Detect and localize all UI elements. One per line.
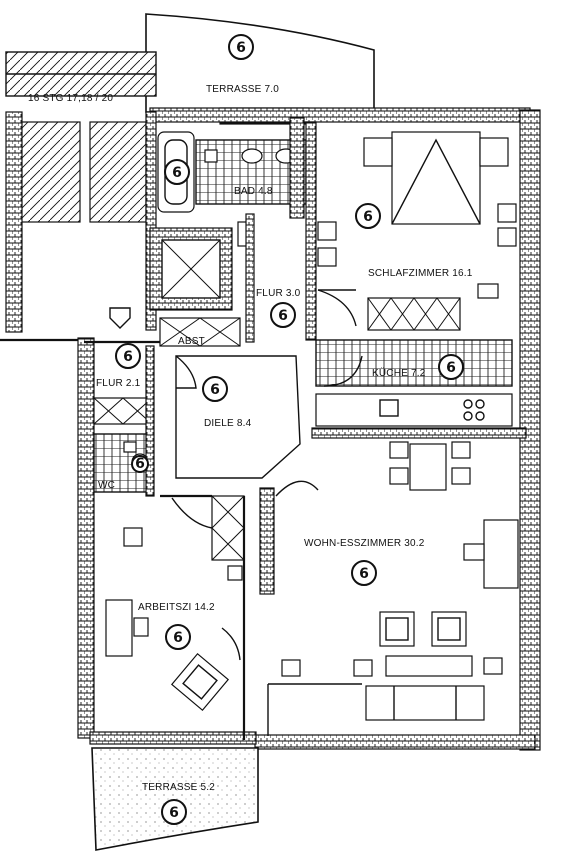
label-schlafzimmer: SCHLAFZIMMER 16.1 [368,268,473,279]
svg-text:6: 6 [363,209,373,225]
svg-text:6: 6 [359,566,369,582]
label-bad: BAD 4.8 [234,186,273,197]
living-dining [267,441,519,736]
badge-terrasse-top: 6 [228,34,254,60]
svg-text:6: 6 [446,360,456,376]
badge-arbeitszi: 6 [165,624,191,650]
outer-walls [77,107,541,751]
stairwell [0,51,157,342]
svg-text:6: 6 [123,349,133,365]
room-labels: 16 STG 17,18 / 20 TERRASSE 7.0 BAD 4.8 S… [28,84,473,793]
label-abst: ABST [178,336,205,347]
label-wohn-ess: WOHN-ESSZIMMER 30.2 [304,538,425,549]
svg-text:6: 6 [236,40,246,56]
kitchen [311,339,527,439]
badge-flur-21: 6 [115,343,141,369]
svg-text:6: 6 [278,308,288,324]
badge-kueche: 6 [438,354,464,380]
wardrobe [211,487,275,740]
elevator [149,221,251,311]
label-terrasse-bottom: TERRASSE 5.2 [142,782,215,793]
badge-flur-30: 6 [270,302,296,328]
label-kueche: KÜCHE 7.2 [372,367,426,379]
terrace-bottom [91,747,259,851]
svg-text:6: 6 [135,456,145,472]
flur-30-walls [245,121,357,343]
label-flur-21: FLUR 2.1 [96,378,141,389]
svg-text:6: 6 [210,382,220,398]
entry-zone [84,317,241,497]
svg-text:6: 6 [173,630,183,646]
apartment-badges: 6 6 6 6 6 6 6 6 [115,34,464,825]
study [105,527,241,712]
label-header: 16 STG 17,18 / 20 [28,93,113,104]
svg-text:6: 6 [172,165,182,181]
badge-wc: 6 [131,455,149,473]
badge-wohn-ess: 6 [351,560,377,586]
badge-diele: 6 [202,376,228,402]
label-wc: WC [98,480,115,491]
badge-bad: 6 [164,159,190,185]
badge-terrasse-bottom: 6 [161,799,187,825]
label-diele: DIELE 8.4 [204,418,252,429]
badge-schlafzimmer: 6 [355,203,381,229]
svg-text:6: 6 [169,805,179,821]
label-arbeitszi: ARBEITSZI 14.2 [138,602,215,613]
bedroom [317,131,517,331]
label-flur-30: FLUR 3.0 [256,288,301,299]
label-terrasse-top: TERRASSE 7.0 [206,84,279,95]
